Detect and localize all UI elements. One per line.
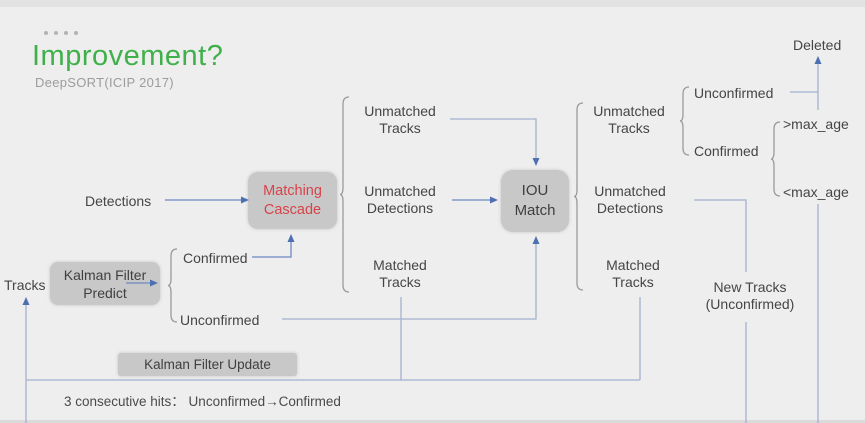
label-iou-matched-tracks: Matched Tracks (606, 257, 660, 290)
brace-kalman-predict-icon (167, 248, 178, 323)
brace-iou-match-icon (573, 102, 584, 291)
arrowhead-up-icon (287, 234, 295, 242)
bottom-band (0, 420, 865, 423)
brace-unmatched-tracks-icon (679, 86, 690, 156)
arrowhead-up-icon (814, 56, 822, 64)
arrowhead-right-icon (241, 196, 249, 204)
wire-confirmed-to-cascade (252, 240, 292, 258)
slide-subtitle: DeepSORT(ICIP 2017) (35, 75, 174, 90)
wire-iou-unmatched-det-out (694, 199, 747, 272)
label-kp-confirmed: Confirmed (183, 250, 248, 266)
arrowhead-down-icon (532, 158, 540, 166)
slide-bullet-dots (44, 31, 78, 35)
brace-confirmed-icon (770, 121, 781, 197)
label-new-tracks-unconfirmed: New Tracks (Unconfirmed) (705, 279, 795, 312)
node-iou-match: IOU Match (501, 170, 569, 232)
label-unconfirmed-final: Unconfirmed (694, 85, 774, 101)
label-deleted: Deleted (793, 37, 842, 53)
node-kalman-filter-update: Kalman Filter Update (118, 353, 297, 376)
dot-icon (44, 31, 48, 35)
label-gt-max-age: >max_age (783, 116, 849, 132)
dot-icon (74, 31, 78, 35)
node-matching-cascade: Matching Cascade (248, 172, 337, 229)
label-detections: Detections (85, 193, 152, 209)
label-tracks: Tracks (4, 277, 46, 293)
brace-matching-cascade-icon (339, 96, 350, 293)
label-mc-unmatched-tracks: Unmatched Tracks (364, 103, 436, 136)
top-band (0, 0, 865, 7)
label-lt-max-age: <max_age (783, 184, 849, 200)
label-mc-matched-tracks: Matched Tracks (373, 257, 427, 290)
dot-icon (64, 31, 68, 35)
label-iou-unmatched-tracks: Unmatched Tracks (593, 103, 665, 136)
slide-title: Improvement? (32, 40, 224, 72)
arrowhead-up-icon (22, 297, 30, 305)
label-mc-unmatched-detections: Unmatched Detections (364, 183, 436, 216)
label-kp-unconfirmed: Unconfirmed (180, 312, 260, 328)
dot-icon (54, 31, 58, 35)
label-confirmed-final: Confirmed (694, 143, 759, 159)
arrowhead-up-icon (532, 236, 540, 244)
note-consecutive-hits: 3 consecutive hits： Unconfirmed→Confirme… (64, 394, 341, 409)
arrowhead-right-icon (150, 279, 158, 287)
wire-unconfirmed-to-iou (282, 242, 537, 320)
arrowhead-right-icon (490, 196, 498, 204)
label-iou-unmatched-detections: Unmatched Detections (594, 183, 666, 216)
wire-unmatched-tracks-to-iou (450, 118, 537, 160)
